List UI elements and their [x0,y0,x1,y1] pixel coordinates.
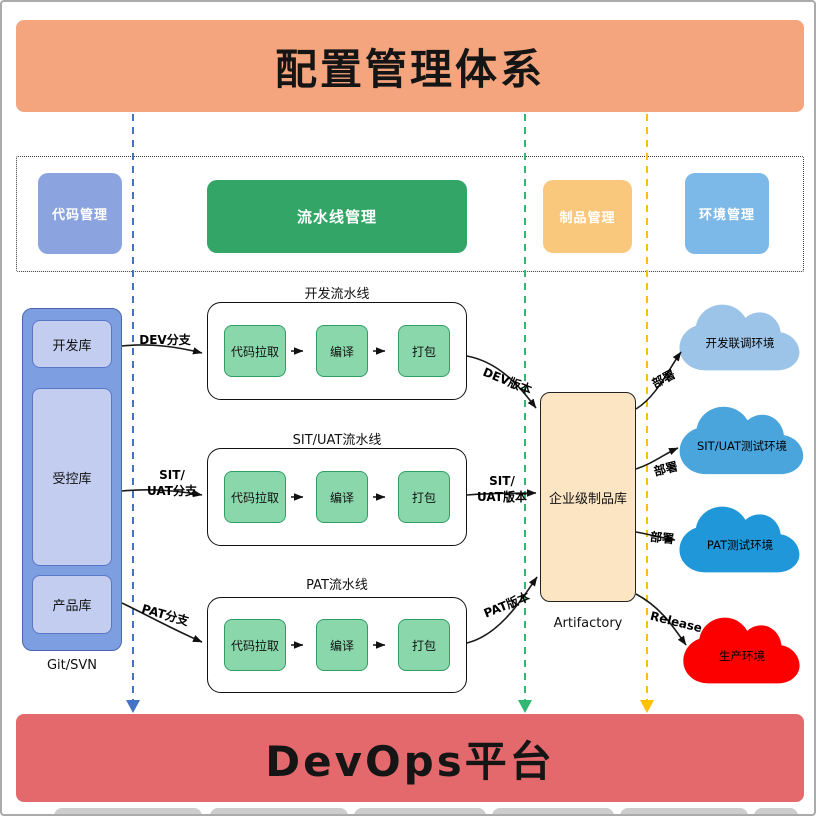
lane-code-arrowhead-icon [126,700,140,713]
step-arrow-icon [373,493,386,501]
cloud-icon [679,406,804,475]
env-label: 开发联调环境 [705,335,775,350]
category-group-box [16,156,804,272]
env-cloud-dev: 开发联调环境 [674,299,806,377]
artifact-repo-caption: Artifactory [553,616,623,631]
cropped-content-below [620,808,748,814]
devops-platform-banner: DevOps平台 [16,714,804,802]
repo-controlled: 受控库 [32,388,112,566]
cropped-content-below [354,808,486,814]
pipeline-title-situat: SIT/UAT流水线 [292,433,382,448]
step-arrow-icon [291,641,304,649]
edge-label-deploy-3: 部署 [649,529,675,547]
category-label: 代码管理 [51,208,108,223]
edge-label-deploy-1: 部署 [649,367,678,391]
pipeline-title-pat: PAT流水线 [306,578,368,593]
category-label: 环境管理 [698,208,755,223]
repo-dev: 开发库 [32,320,112,368]
cropped-content-below [54,808,202,814]
pipeline-step-package: 打包 [398,325,450,377]
env-cloud-situat: SIT/UAT测试环境 [674,401,810,481]
cloud-icon [683,617,800,684]
edge-label-line: SIT/ [489,474,515,488]
page-title: 配置管理体系 [274,44,545,94]
edge-label-line: UAT版本 [477,489,527,504]
category-code-management: 代码管理 [38,173,122,254]
edge-label-dev-version: DEV版本 [480,364,534,398]
env-cloud-pat: PAT测试环境 [674,501,806,579]
step-arrow-icon [373,641,386,649]
step-arrow-icon [291,347,304,355]
devops-platform-label: DevOps平台 [265,736,555,786]
category-label: 制品管理 [559,211,616,226]
pipeline-step-checkout: 代码拉取 [224,325,286,377]
pipeline-step-build: 编译 [316,325,368,377]
title-banner: 配置管理体系 [16,20,804,112]
pipeline-box-dev: 代码拉取 编译 打包 [207,302,467,400]
edge-label-dev-branch: DEV分支 [139,333,191,347]
env-label: SIT/UAT测试环境 [696,438,787,453]
pipeline-step-checkout: 代码拉取 [224,471,286,523]
edge-label-situat-version: SIT/ UAT版本 [470,474,534,505]
edge-label-line: SIT/ [159,468,185,482]
category-pipeline-management: 流水线管理 [207,180,467,253]
repo-label: 产品库 [52,599,92,614]
cropped-content-below [754,808,798,814]
category-artifact-management: 制品管理 [543,180,632,253]
pipeline-step-package: 打包 [398,471,450,523]
cloud-icon [679,304,800,371]
category-environment-management: 环境管理 [685,173,769,254]
artifact-repo-label: 企业级制品库 [548,491,627,507]
step-arrow-icon [373,347,386,355]
category-label: 流水线管理 [296,208,377,226]
cloud-icon [679,506,800,573]
lane-pipeline-arrowhead-icon [518,700,532,713]
edge-label-line: UAT分支 [147,483,197,498]
step-arrow-icon [291,493,304,501]
pipeline-box-pat: 代码拉取 编译 打包 [207,597,467,693]
repo-product: 产品库 [32,575,112,634]
repo-group-caption: Git/SVN [46,658,98,673]
cropped-content-below [492,808,614,814]
pipeline-title-dev: 开发流水线 [304,287,370,302]
repo-label: 开发库 [52,338,92,354]
cropped-content-below [210,808,348,814]
edge-label-pat-version: PAT版本 [481,589,532,621]
pipeline-step-build: 编译 [316,619,368,671]
pipeline-step-build: 编译 [316,471,368,523]
pipeline-step-package: 打包 [398,619,450,671]
env-label: 生产环境 [719,648,765,663]
artifact-repo-box: 企业级制品库 [540,392,636,602]
pipeline-box-situat: 代码拉取 编译 打包 [207,448,467,546]
edge-label-pat-branch: PAT分支 [140,601,191,629]
lane-artifact-arrowhead-icon [640,700,654,713]
repo-label: 受控库 [52,471,92,487]
env-cloud-production: 生产环境 [678,612,806,690]
env-label: PAT测试环境 [706,537,774,552]
edge-label-situat-branch: SIT/ UAT分支 [140,468,204,499]
pipeline-step-checkout: 代码拉取 [224,619,286,671]
